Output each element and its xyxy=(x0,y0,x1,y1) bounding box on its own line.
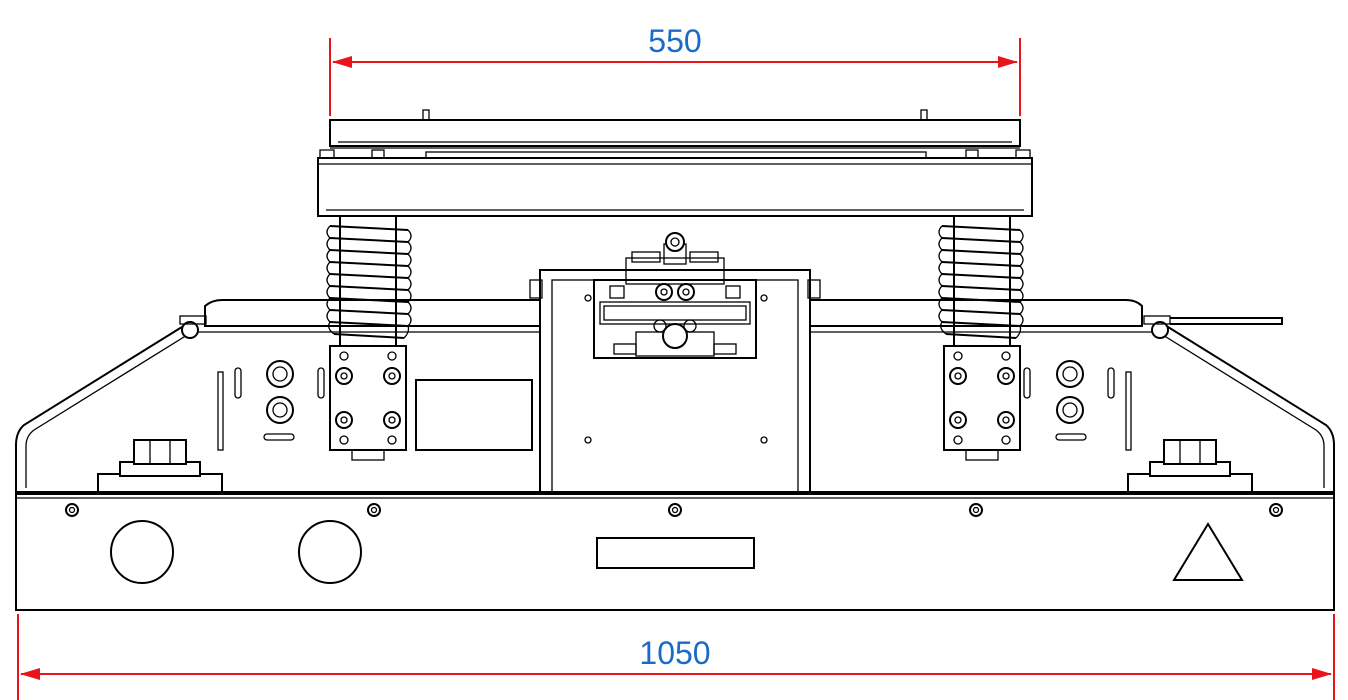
right-foot-nut xyxy=(1127,439,1253,493)
front-panel xyxy=(15,493,1335,611)
second-round-port xyxy=(298,520,362,584)
left-foot-nut xyxy=(97,439,223,493)
bottom-dimension: 1050 xyxy=(17,614,1335,700)
right-spring xyxy=(938,216,1024,350)
left-round-port xyxy=(110,520,174,584)
left-clamp-block xyxy=(329,345,407,461)
right-clamp-block xyxy=(943,345,1021,461)
left-spring xyxy=(326,216,412,350)
warning-triangle-icon xyxy=(1172,522,1244,581)
label-plate xyxy=(596,537,755,569)
top-dimension-label: 550 xyxy=(648,23,701,59)
top-dimension: 550 xyxy=(329,23,1021,116)
bottom-dimension-label: 1050 xyxy=(639,635,710,671)
center-carriage xyxy=(529,232,821,493)
side-panel-details xyxy=(217,360,1132,451)
upper-platform xyxy=(317,109,1033,217)
